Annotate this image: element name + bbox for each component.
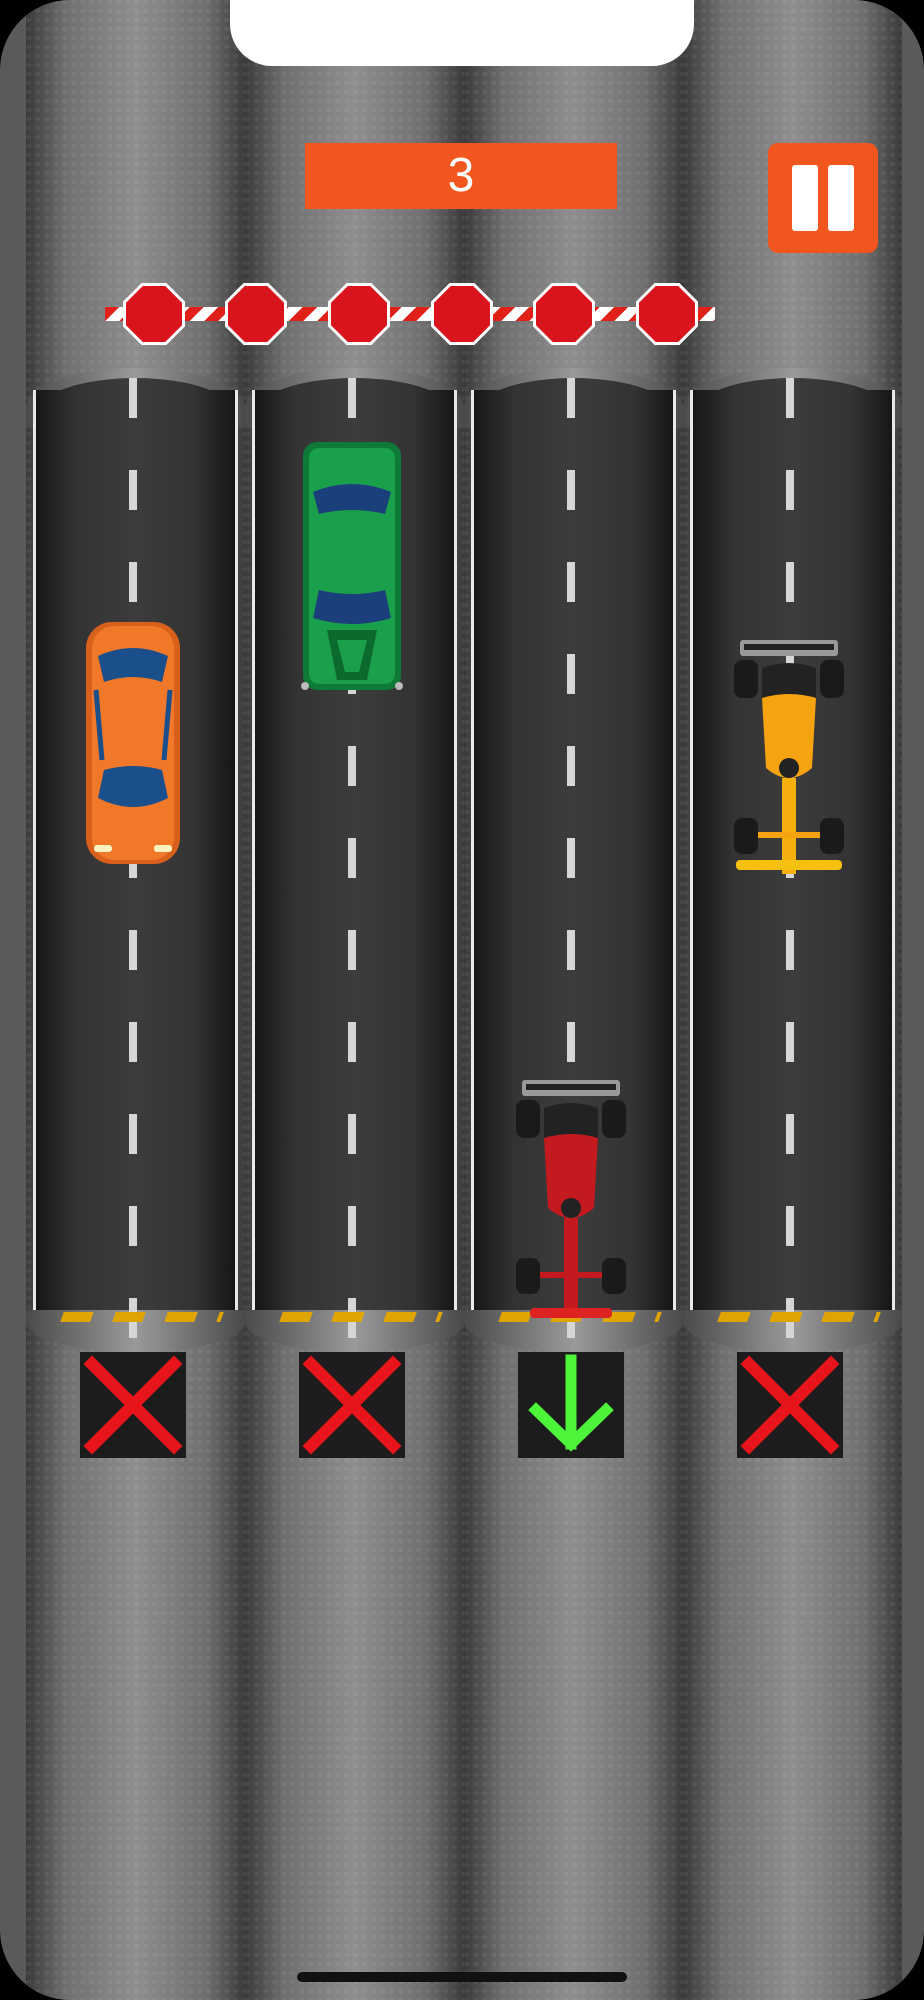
lane-dash <box>786 1114 794 1154</box>
hazard-stripe-2 <box>279 1312 443 1322</box>
lane-dash <box>567 930 575 970</box>
stop-sign <box>328 283 390 345</box>
lane-dash <box>129 378 137 418</box>
lane-dash <box>567 746 575 786</box>
lane-dash <box>129 930 137 970</box>
lane-dash <box>786 930 794 970</box>
lane-4-signal[interactable] <box>737 1352 843 1458</box>
blocked-x-icon <box>302 1355 402 1455</box>
green-coupe[interactable] <box>297 440 407 692</box>
pause-button[interactable] <box>768 143 878 253</box>
lane-dash <box>129 1022 137 1062</box>
lane-dash <box>348 1206 356 1246</box>
lane-dash <box>567 1022 575 1062</box>
score-display: 3 <box>305 143 617 209</box>
lane-dash <box>348 930 356 970</box>
lane-3-signal[interactable] <box>518 1352 624 1458</box>
hazard-stripe-4 <box>717 1312 881 1322</box>
lane-dash <box>129 1206 137 1246</box>
lane-dash <box>348 746 356 786</box>
lane-dash <box>348 838 356 878</box>
stop-sign <box>123 283 185 345</box>
device-notch <box>230 0 694 66</box>
stop-sign <box>533 283 595 345</box>
lane-dash <box>786 562 794 602</box>
red-formula-car[interactable] <box>516 1078 626 1326</box>
blocked-x-icon <box>740 1355 840 1455</box>
hazard-stripe-1 <box>60 1312 224 1322</box>
lane-dash <box>567 654 575 694</box>
lane-dash <box>348 1114 356 1154</box>
pause-icon <box>792 165 818 231</box>
stop-sign <box>431 283 493 345</box>
lane-dash <box>567 378 575 418</box>
lane-2-signal[interactable] <box>299 1352 405 1458</box>
go-down-arrow-icon <box>528 1354 614 1452</box>
barrier-gate <box>105 307 715 321</box>
orange-sedan[interactable] <box>82 620 184 866</box>
lane-1-signal[interactable] <box>80 1352 186 1458</box>
lane-dash <box>567 470 575 510</box>
stop-sign <box>636 283 698 345</box>
stop-sign <box>225 283 287 345</box>
lane-dash <box>129 470 137 510</box>
lane-dash <box>786 470 794 510</box>
home-indicator[interactable] <box>297 1972 627 1982</box>
lane-dash <box>129 1114 137 1154</box>
lane-dash <box>129 562 137 602</box>
blocked-x-icon <box>83 1355 183 1455</box>
pause-icon-bar <box>828 165 854 231</box>
lane-dash <box>786 1022 794 1062</box>
lane-dash <box>348 378 356 418</box>
lane-dash <box>786 378 794 418</box>
lane-dash <box>567 838 575 878</box>
yellow-formula-car[interactable] <box>734 638 844 886</box>
lane-dash <box>567 562 575 602</box>
lane-dash <box>348 1022 356 1062</box>
lane-dash <box>786 1206 794 1246</box>
